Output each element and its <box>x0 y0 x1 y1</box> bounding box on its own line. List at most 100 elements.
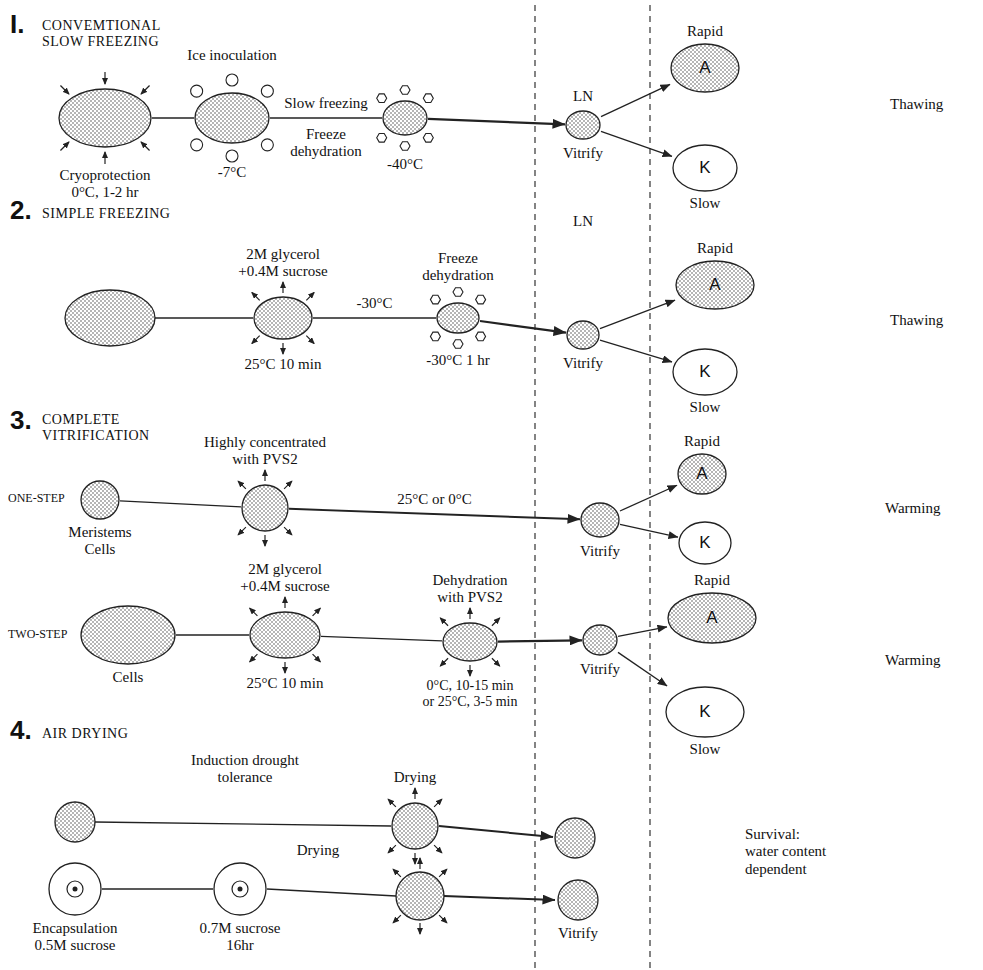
cell-caption: Cells <box>113 669 144 686</box>
column-divider <box>534 5 535 968</box>
cell-outline <box>436 302 480 334</box>
efflux-arrow <box>469 608 470 619</box>
cell-body <box>668 593 756 643</box>
cell-letter: A <box>699 58 710 78</box>
connector <box>601 84 670 116</box>
connector <box>152 117 194 118</box>
connector <box>321 636 442 641</box>
cell-body <box>676 261 754 309</box>
ice-crystal <box>191 139 203 151</box>
cell-outline <box>382 100 428 136</box>
cell-caption: Rapid <box>687 23 723 40</box>
ice-crystal <box>423 134 433 143</box>
cell-letter: A <box>706 608 717 628</box>
connector-label: -30°C <box>355 295 395 312</box>
cell-outline <box>557 879 599 921</box>
cell-letter: K <box>699 533 710 553</box>
cell-caption: LN <box>573 213 593 230</box>
cell-body <box>392 803 438 849</box>
influx-arrow <box>60 85 68 93</box>
cell-body <box>49 863 101 915</box>
cell-outline <box>194 92 270 144</box>
cell-caption: Slow <box>690 399 721 416</box>
cell-body <box>195 93 269 143</box>
ice-crystal <box>476 332 486 341</box>
efflux-arrow <box>388 845 396 853</box>
cell-caption: Rapid <box>697 240 733 257</box>
cell-outline <box>391 802 439 850</box>
cell-body <box>581 503 619 537</box>
cell-body <box>673 145 737 191</box>
ice-crystal <box>261 85 273 97</box>
killed-cell: KSlow <box>672 348 738 396</box>
cell-body <box>81 481 119 519</box>
cell-caption: 2M glycerol +0.4M sucrose <box>238 561 333 596</box>
cell-caption: Freeze dehydration <box>416 250 501 285</box>
ice-crystal <box>430 332 440 341</box>
cell-caption: Vitrify <box>580 543 620 560</box>
capsule: Encapsulation 0.5M sucrose <box>48 862 102 916</box>
connector <box>270 117 382 118</box>
cell: Cells <box>80 605 176 665</box>
cell-letter: K <box>699 362 710 382</box>
efflux-arrow <box>284 662 285 673</box>
connector <box>313 317 436 318</box>
connector <box>289 509 580 519</box>
efflux-arrow <box>252 336 260 344</box>
cell-outline <box>249 611 321 659</box>
killed-cell: K <box>678 521 732 565</box>
encapsulated-cell <box>67 881 83 897</box>
cell-caption: Drying <box>394 769 437 786</box>
efflux-arrow <box>434 845 442 853</box>
method-name: TWO-STEP <box>8 628 67 642</box>
step-note: Induction drought tolerance <box>186 752 304 787</box>
step-note: Warming <box>885 500 940 517</box>
connector <box>428 119 565 124</box>
cell-drawing <box>65 290 155 346</box>
cell: Ice inoculation-7°C <box>194 92 270 144</box>
survivor-cell: RapidA <box>667 592 757 644</box>
cell-letter: K <box>699 158 710 178</box>
cell-letter: K <box>699 702 710 722</box>
cell-outline <box>582 624 618 656</box>
capsule: 0.7M sucrose 16hr <box>213 862 267 916</box>
killed-cell: KSlow <box>665 686 745 738</box>
cell-outline <box>213 862 267 916</box>
ice-crystal <box>476 295 486 304</box>
process-line <box>267 889 396 896</box>
cell-outline <box>241 484 289 532</box>
cell-caption: LN <box>573 88 593 105</box>
connector <box>480 321 566 333</box>
influx-arrow <box>104 72 105 84</box>
cell-body <box>383 101 427 135</box>
influx-arrow <box>141 142 149 150</box>
connector <box>600 340 672 362</box>
connector <box>620 524 678 537</box>
cell-caption: Meristems Cells <box>60 524 140 559</box>
cell-outline <box>80 480 120 520</box>
vitrified-cell: LNVitrify <box>565 110 601 140</box>
cell-caption: 25°C 10 min <box>247 675 324 692</box>
ice-crystal <box>400 86 410 95</box>
cell-body <box>250 612 320 658</box>
cell-body <box>558 880 598 920</box>
ice-crystal <box>430 295 440 304</box>
ice-crystal <box>226 74 238 86</box>
connector <box>600 300 675 328</box>
efflux-arrow <box>313 654 321 662</box>
efflux-arrow <box>252 293 260 301</box>
cell-caption: Rapid <box>694 572 730 589</box>
cell-core <box>238 887 243 892</box>
connector <box>102 888 213 889</box>
survivor-cell: RapidA <box>677 453 727 495</box>
method-name: ONE-STEP <box>8 492 65 506</box>
efflux-arrow <box>434 799 442 807</box>
cell-body <box>81 606 175 664</box>
ice-crystal <box>191 85 203 97</box>
efflux-arrow <box>414 788 415 799</box>
cell-caption: Rapid <box>684 433 720 450</box>
ice-crystal <box>423 94 433 103</box>
cell-caption: -40°C <box>387 156 423 173</box>
connector <box>498 640 582 641</box>
